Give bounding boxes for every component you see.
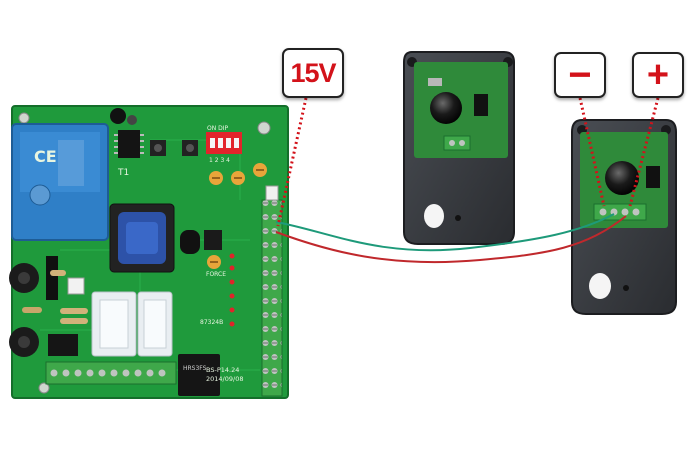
force-label: FORCE — [206, 271, 226, 278]
callout-15v: 15V — [282, 48, 344, 98]
relay-clear-left — [91, 291, 137, 357]
sensor-lens-right — [605, 161, 639, 195]
pcb-push-button-right — [182, 140, 198, 156]
dip-numbers: 1 2 3 4 — [209, 157, 230, 164]
callout-positive: + — [632, 52, 684, 98]
bottom-terminal-screws — [50, 369, 166, 377]
callout-15v-text: 15V — [290, 57, 336, 88]
resistor-array — [22, 270, 88, 324]
fuse-holder-bottom — [9, 327, 39, 357]
fuse-holder-top — [9, 263, 39, 293]
callout-positive-text: + — [646, 54, 670, 96]
trimmer-pot-1 — [209, 171, 223, 185]
control-board: CE — [9, 105, 289, 399]
dip-switch: ON DIP 1 2 3 4 — [206, 125, 242, 164]
ce-mark: CE — [34, 147, 57, 166]
status-leds — [229, 253, 235, 327]
wire-green — [275, 213, 615, 252]
callout-negative: − — [554, 52, 606, 98]
sensor-lens-left — [430, 92, 462, 124]
power-transformer: CE — [11, 123, 109, 241]
trimmer-pot-force: FORCE — [206, 255, 226, 278]
capacitor — [110, 108, 137, 125]
callout-negative-text: − — [568, 53, 592, 97]
leader-positive — [628, 97, 660, 207]
trimmer-pot-3 — [253, 163, 267, 177]
date-label: 2014/09/08 — [206, 375, 243, 383]
dip-label: ON DIP — [207, 125, 229, 132]
relay-black: HRS3FS — [178, 354, 220, 396]
ic-chip: T1 — [114, 130, 144, 178]
terminal-block-right — [261, 199, 283, 397]
wire-red — [275, 215, 627, 264]
pcb-push-button-left — [150, 140, 166, 156]
trimmer-pot-2 — [231, 171, 245, 185]
chip-label: 87324B — [200, 319, 223, 326]
leader-negative — [578, 97, 606, 207]
model-label: BS-P14.24 — [206, 366, 239, 374]
ref-t1: T1 — [117, 168, 129, 178]
inductor-coil — [109, 203, 200, 273]
remote-receiver-left — [403, 51, 515, 245]
leader-15v — [276, 97, 308, 227]
relay-label: HRS3FS — [183, 365, 207, 372]
relay-clear-right — [137, 291, 173, 357]
